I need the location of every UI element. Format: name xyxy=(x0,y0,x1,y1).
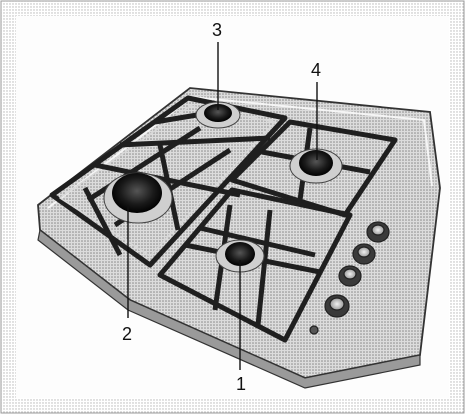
callout-label-2: 2 xyxy=(122,324,132,344)
callout-label-3: 3 xyxy=(212,20,222,40)
knob-1 xyxy=(366,221,390,243)
knob-3 xyxy=(338,265,362,287)
burner-2 xyxy=(103,172,173,224)
ignition-button xyxy=(309,325,319,335)
control-knobs xyxy=(309,221,390,335)
knob-4 xyxy=(324,294,350,318)
burner-1 xyxy=(215,239,265,273)
callout-label-1: 1 xyxy=(236,374,246,394)
callout-label-4: 4 xyxy=(311,60,321,80)
knob-2 xyxy=(352,243,376,265)
burner-4 xyxy=(289,148,343,184)
burner-3 xyxy=(195,101,241,129)
leader-lines xyxy=(127,42,318,370)
grate-right-front xyxy=(157,187,353,343)
